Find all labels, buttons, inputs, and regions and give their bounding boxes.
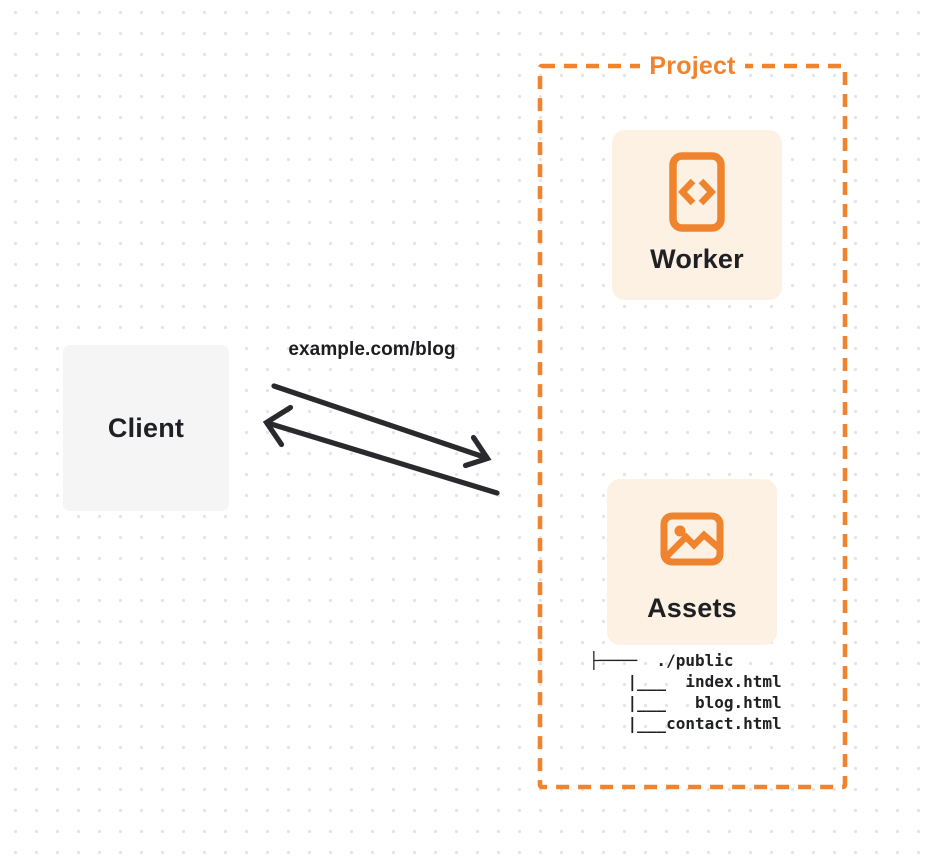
request-arrow [271,383,492,469]
arrowhead-right-icon [462,434,492,469]
worker-node: Worker [612,130,782,300]
code-file-icon [669,152,725,232]
assets-node: Assets [607,479,777,645]
client-label: Client [107,412,185,443]
project-label: Project [640,50,745,82]
assets-label: Assets [647,593,737,623]
assets-file-tree: ├──── ./public |___ index.html |___ blog… [589,651,782,733]
project-label-wrap: Project [540,50,845,82]
worker-label: Worker [650,244,744,274]
client-node: Client [63,345,229,511]
response-arrow [262,404,500,496]
arrowhead-left-icon [262,404,294,448]
request-url-label: example.com/blog [288,339,456,360]
image-icon [660,512,724,566]
